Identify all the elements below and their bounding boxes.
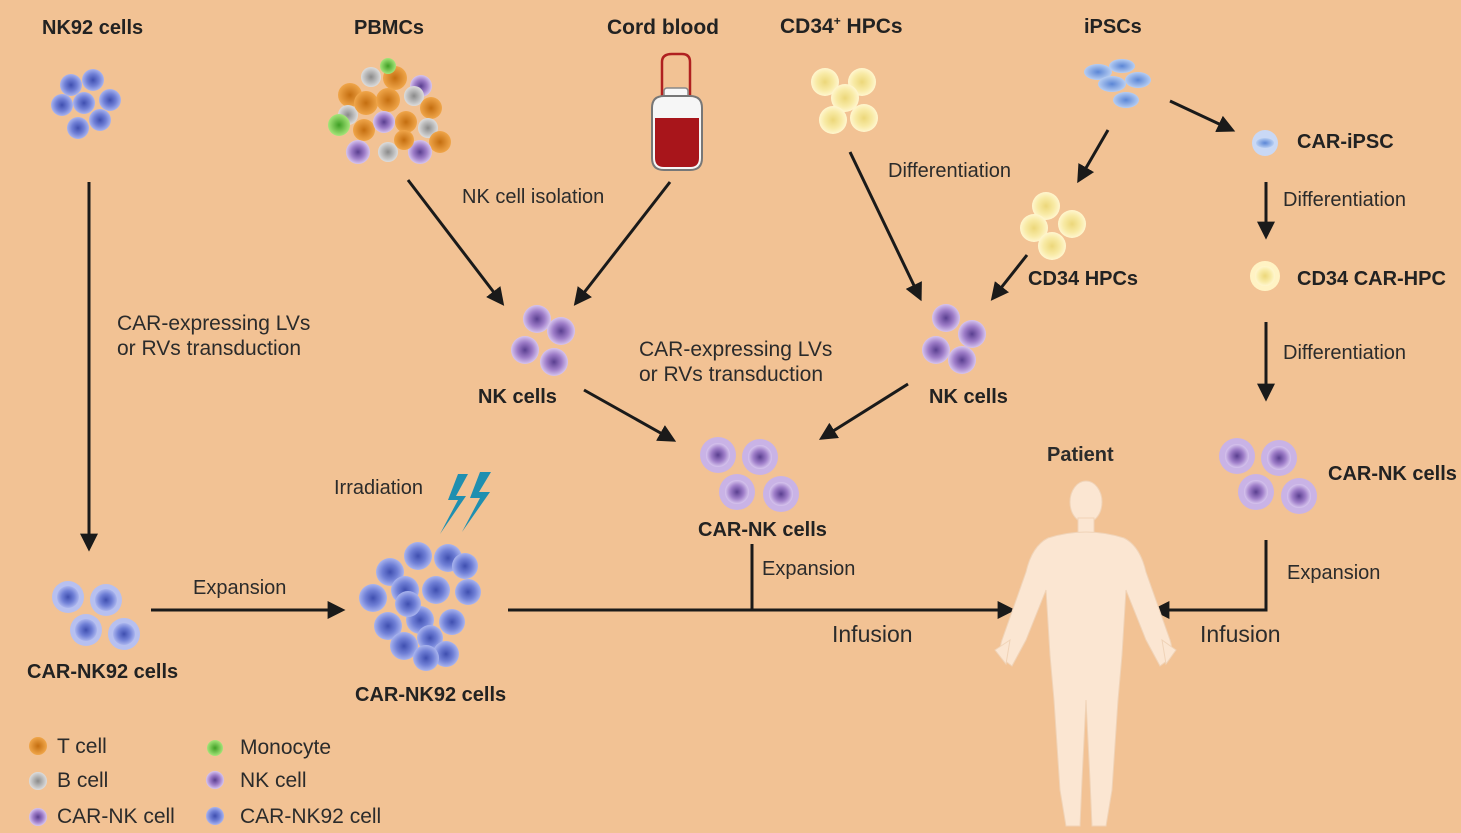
pbmc-cell-cluster xyxy=(328,58,451,164)
arrow-cd34-to-nk xyxy=(848,151,922,302)
source-pbmc: PBMCs xyxy=(354,17,425,39)
label-nk-isolation: NK cell isolation xyxy=(462,186,605,208)
lightning-icon xyxy=(440,472,491,534)
legend-label-monocyte: Monocyte xyxy=(240,736,332,759)
nk-cells-cluster-1 xyxy=(511,305,575,376)
label-cd34-hpcs: CD34 HPCs xyxy=(1028,268,1139,290)
cd34-hpc-cluster xyxy=(811,68,878,134)
legend-marker-monocyte xyxy=(207,740,223,756)
human-body-icon xyxy=(994,480,1177,827)
ipsc-cluster xyxy=(1084,59,1151,108)
legend-label-nk-cell: NK cell xyxy=(240,769,307,792)
label-differentiation-3: Differentiation xyxy=(1283,342,1407,364)
source-ipsc: iPSCs xyxy=(1084,16,1142,38)
transduction-left-line2: or RVs transduction xyxy=(117,337,302,360)
cd34-sup: + xyxy=(833,14,841,28)
label-car-ipsc: CAR-iPSC xyxy=(1297,131,1394,153)
legend-marker-nk-cell xyxy=(206,771,224,789)
nk92-cell-cluster xyxy=(51,69,121,139)
car-nk92-cells-cluster-small xyxy=(52,581,140,650)
legend-label-car-nk92-cell: CAR-NK92 cell xyxy=(240,805,382,828)
nk-cells-cluster-2 xyxy=(922,304,986,374)
blood-bag-icon xyxy=(651,52,703,171)
label-car-nk92-cells-2: CAR-NK92 cells xyxy=(355,684,507,706)
arrow-nk-to-car-nk-left xyxy=(583,388,677,442)
transduction-left-line1: CAR-expressing LVs xyxy=(117,312,311,335)
label-differentiation-1: Differentiation xyxy=(888,160,1012,182)
arrow-cordblood-to-nk xyxy=(573,181,672,306)
car-nk-cells-cluster-right xyxy=(1219,438,1317,514)
car-nk92-cells-cluster-large xyxy=(359,542,481,671)
label-expansion-1: Expansion xyxy=(193,577,287,599)
cd34-suffix: HPCs xyxy=(840,15,903,38)
car-nk-cells-cluster-center xyxy=(700,437,799,512)
transduction-mid-line1: CAR-expressing LVs xyxy=(639,338,833,361)
label-transduction-left: CAR-expressing LVs or RVs transduction xyxy=(117,311,310,361)
arrows xyxy=(80,99,1275,619)
label-car-nk-cells-right: CAR-NK cells xyxy=(1328,463,1457,485)
arrow-ipsc-to-hpc xyxy=(1077,129,1110,184)
cd34-prefix: CD34 xyxy=(780,15,834,38)
transduction-mid-line2: or RVs transduction xyxy=(639,363,824,386)
arrow-infusion-right xyxy=(1151,540,1268,619)
label-cd34-car-hpc: CD34 CAR-HPC xyxy=(1297,268,1446,290)
arrow-pbmc-to-nk xyxy=(406,179,505,306)
label-infusion-2: Infusion xyxy=(1200,621,1281,647)
label-expansion-3: Expansion xyxy=(1287,562,1381,584)
arrow-ipsc-to-car-ipsc xyxy=(1169,99,1236,133)
label-expansion-2: Expansion xyxy=(762,558,856,580)
label-transduction-mid: CAR-expressing LVs or RVs transduction xyxy=(639,337,832,387)
label-car-nk92-cells-1: CAR-NK92 cells xyxy=(27,661,179,683)
arrow-hpc-to-nk xyxy=(990,254,1029,301)
legend-marker-car-nk-cell xyxy=(29,808,47,826)
label-car-nk-cells-center: CAR-NK cells xyxy=(698,519,827,541)
cd34-car-hpc-cell xyxy=(1250,261,1280,291)
arrow-nk-to-car-nk-right xyxy=(818,382,909,440)
legend-marker-car-nk92-cell xyxy=(206,807,224,825)
legend-marker-b-cell xyxy=(29,772,47,790)
label-differentiation-2: Differentiation xyxy=(1283,189,1407,211)
legend-markers xyxy=(29,737,224,826)
car-ipsc-cell xyxy=(1252,130,1278,156)
legend-label-b-cell: B cell xyxy=(57,769,109,792)
legend-label-car-nk-cell: CAR-NK cell xyxy=(57,805,175,828)
legend-label-t-cell: T cell xyxy=(57,735,107,758)
label-infusion-1: Infusion xyxy=(832,621,913,647)
source-cd34-hpcs: CD34+ HPCs xyxy=(780,14,903,39)
label-nk-cells-1: NK cells xyxy=(478,386,557,408)
source-cord-blood: Cord blood xyxy=(607,16,719,39)
label-patient: Patient xyxy=(1047,444,1114,466)
legend-marker-t-cell xyxy=(29,737,47,755)
cd34-hpc-cluster-2 xyxy=(1020,192,1086,260)
source-nk92: NK92 cells xyxy=(42,17,144,39)
label-nk-cells-2: NK cells xyxy=(929,386,1008,408)
label-irradiation: Irradiation xyxy=(334,477,423,499)
